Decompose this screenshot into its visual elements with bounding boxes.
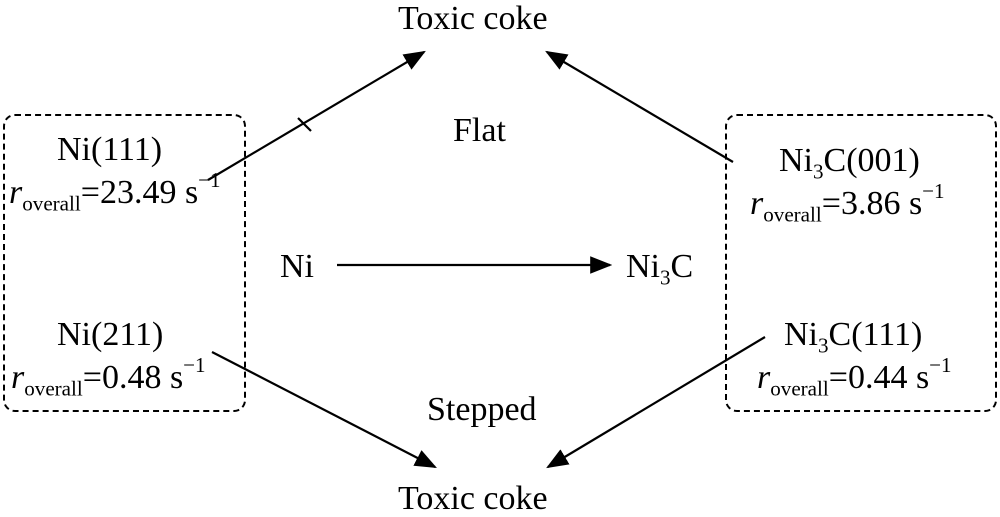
top-product-label: Toxic coke (398, 0, 548, 37)
ni-surfaces-box (3, 114, 246, 412)
flat-label: Flat (453, 112, 506, 149)
ni3c001-rate: roverall=3.86 s−1 (750, 179, 945, 227)
block-mark (297, 117, 312, 132)
ni211-rate: roverall=0.48 s−1 (11, 353, 206, 401)
ni3c111-name: Ni3C(111) (784, 316, 923, 358)
ni111-name: Ni(111) (57, 131, 163, 168)
arrow-ni111-to-coke (207, 50, 426, 181)
ni3c001-name: Ni3C(001) (779, 142, 920, 184)
ni111-rate: roverall=23.49 s−1 (9, 168, 221, 216)
arrow-ni211-to-coke (211, 351, 437, 469)
bottom-product-label: Toxic coke (398, 480, 548, 517)
ni211-name: Ni(211) (57, 316, 164, 353)
ni3c111-rate: roverall=0.44 s−1 (757, 353, 952, 401)
ni3c-surfaces-box (725, 114, 997, 412)
ni-phase-label: Ni (280, 248, 314, 285)
arrow-ni3c001-to-coke (545, 50, 734, 163)
arrow-ni3c111-to-coke (546, 336, 766, 469)
ni3c-phase-label: Ni3C (626, 248, 694, 290)
stepped-label: Stepped (427, 391, 537, 428)
